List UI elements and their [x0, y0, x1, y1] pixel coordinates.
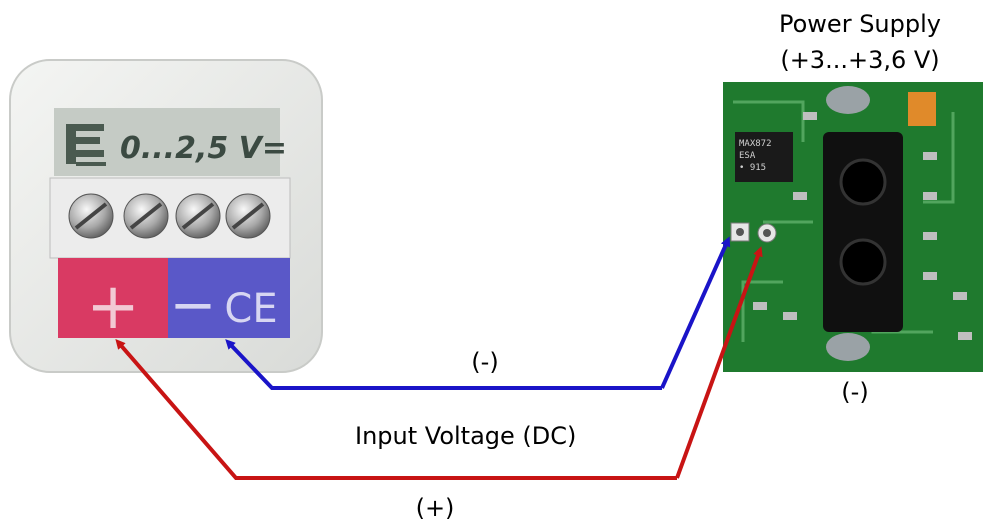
negative-wire	[225, 236, 731, 390]
svg-text:• 915: • 915	[739, 163, 766, 173]
board-negative-label: (-)	[841, 378, 869, 406]
ce-mark: CE	[224, 286, 277, 332]
power-supply-title: Power Supply	[779, 10, 941, 38]
plus-terminal	[58, 258, 168, 338]
device-range-label: 0...2,5 V=	[120, 131, 287, 166]
terminal-screws	[68, 193, 271, 239]
positive-wire	[115, 246, 763, 480]
input-voltage-label: Input Voltage (DC)	[355, 422, 577, 450]
voltage-device-image: 0...2,5 V= + − CE	[9, 59, 323, 373]
ic-chip	[735, 132, 793, 182]
positive-wire-label: (+)	[415, 494, 455, 522]
plus-symbol: +	[86, 270, 140, 344]
minus-terminal	[168, 258, 290, 338]
brand-logo	[66, 124, 106, 166]
power-supply-board-image: MAX872 ESA • 915	[723, 82, 983, 372]
negative-wire-label: (-)	[471, 348, 499, 376]
svg-text:MAX872: MAX872	[739, 139, 772, 149]
minus-symbol: −	[170, 273, 217, 338]
power-supply-voltage-range: (+3...+3,6 V)	[780, 46, 940, 74]
svg-text:ESA: ESA	[739, 151, 756, 161]
